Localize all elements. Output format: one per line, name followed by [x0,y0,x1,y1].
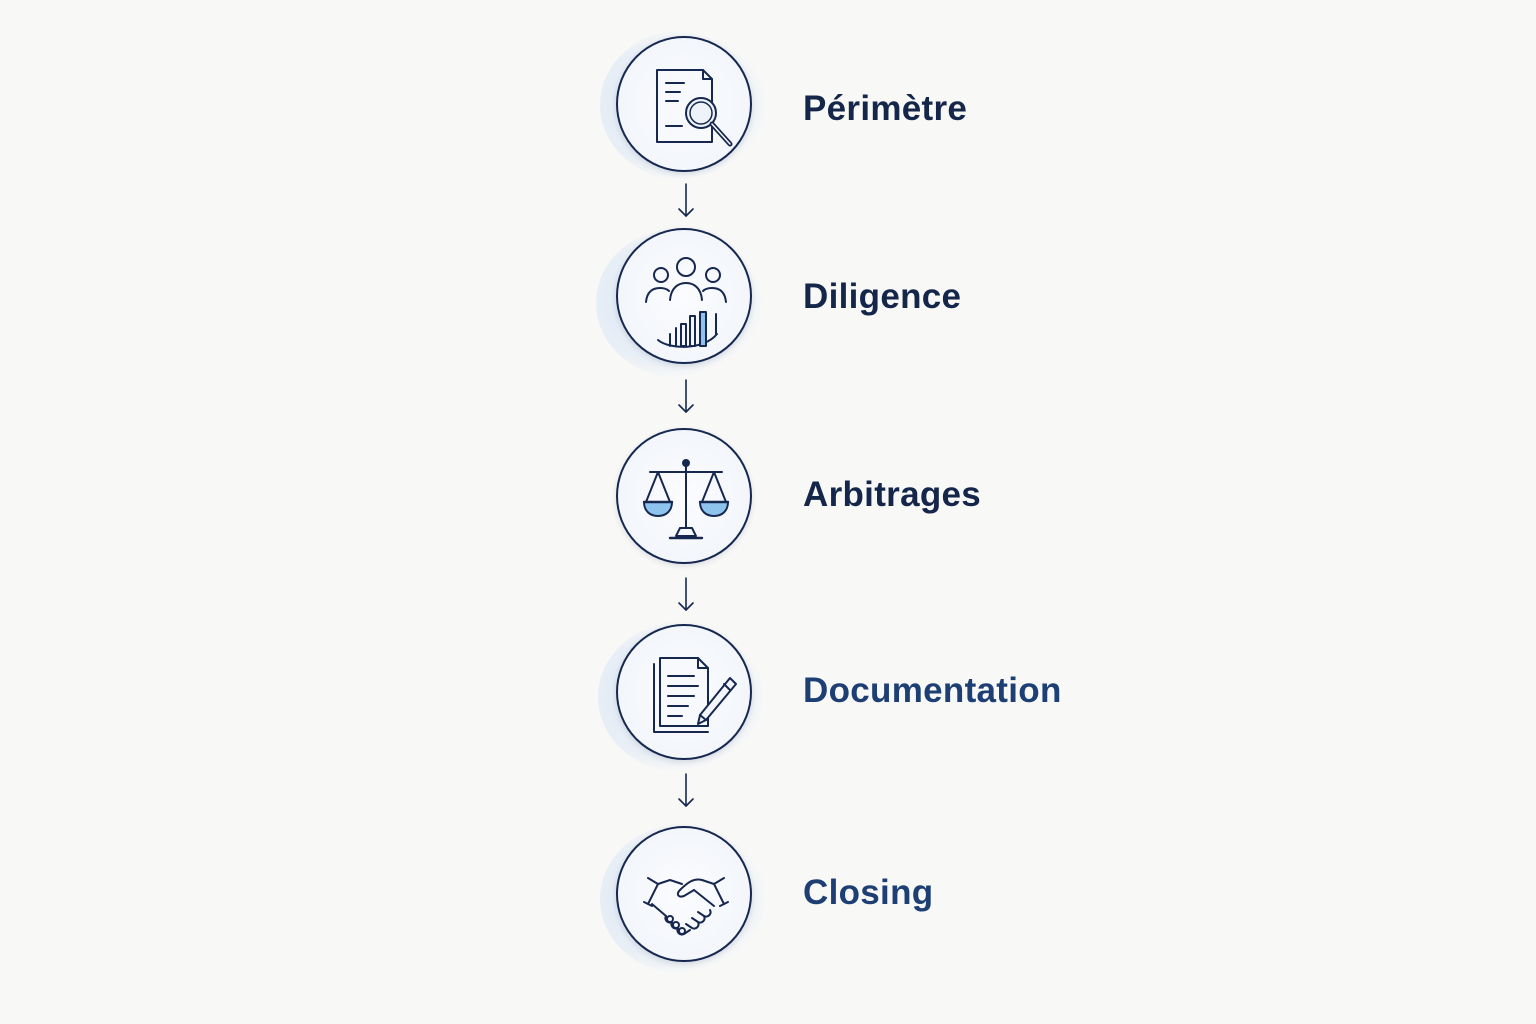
arrow-down-icon [676,577,696,613]
arrow-down-icon [676,773,696,809]
step-icon-circle [616,624,752,760]
document-search-icon [656,69,733,147]
balance-scale-icon [642,459,730,540]
step-icon-circle [616,428,752,564]
step-label: Diligence [803,277,962,316]
step-label: Arbitrages [803,475,982,514]
step-arbitrages: Arbitrages [0,422,1536,572]
step-label: Périmètre [803,89,968,128]
step-closing: Closing [0,820,1536,974]
step-diligence: Diligence [0,222,1536,378]
step-icon-circle [616,228,752,364]
arrow-down-icon [676,379,696,415]
step-icon-circle [616,826,752,962]
arrow-down-icon [676,183,696,219]
document-pen-icon [653,657,737,733]
step-label: Documentation [803,671,1062,710]
team-chart-icon [645,257,727,348]
handshake-icon [643,877,729,936]
step-perimetre: Périmètre [0,30,1536,180]
step-icon-circle [616,36,752,172]
step-label: Closing [803,873,934,912]
step-documentation: Documentation [0,618,1536,772]
